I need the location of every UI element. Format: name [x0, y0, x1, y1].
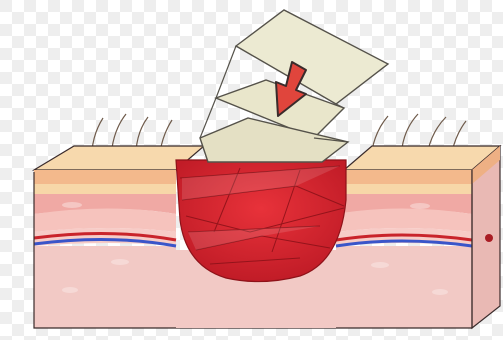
wound-cavity	[176, 160, 346, 282]
